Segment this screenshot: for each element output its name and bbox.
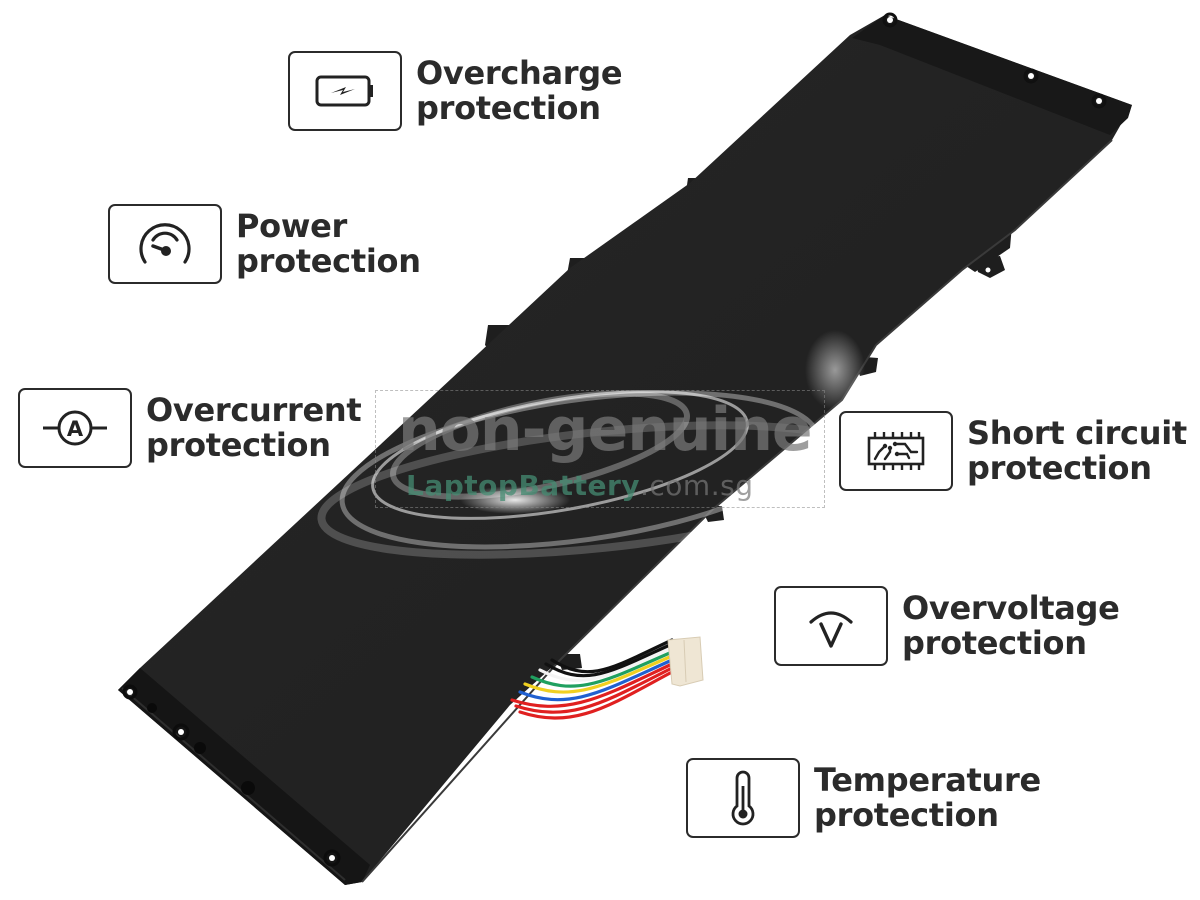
feature-icon-box xyxy=(288,51,402,131)
feature-icon-box xyxy=(774,586,888,666)
feature-icon-box xyxy=(686,758,800,838)
battery-cable xyxy=(510,638,674,720)
thermometer-icon xyxy=(731,770,755,826)
battery-charging-icon xyxy=(315,75,373,107)
svg-text:A: A xyxy=(67,417,84,441)
feature-label: Overcurrent protection xyxy=(146,391,362,464)
circuit-chip-icon xyxy=(867,432,925,470)
feature-label: Overcharge protection xyxy=(416,54,623,127)
feature-temperature: Temperature protection xyxy=(686,758,1041,838)
feature-icon-box xyxy=(839,411,953,491)
gauge-icon xyxy=(139,223,191,264)
feature-overcharge: Overcharge protection xyxy=(288,51,623,131)
feature-short-circuit: Short circuit protection xyxy=(839,411,1187,491)
feature-overvoltage: Overvoltage protection xyxy=(774,586,1120,666)
feature-overcurrent: A Overcurrent protection xyxy=(18,388,362,468)
feature-label: Short circuit protection xyxy=(967,414,1187,487)
feature-power: Power protection xyxy=(108,204,421,284)
feature-label: Power protection xyxy=(236,207,421,280)
feature-label: Temperature protection xyxy=(814,761,1041,834)
feature-icon-box: A xyxy=(18,388,132,468)
ammeter-icon: A xyxy=(43,410,107,446)
battery-body xyxy=(118,15,1132,885)
feature-icon-box xyxy=(108,204,222,284)
feature-label: Overvoltage protection xyxy=(902,589,1120,662)
voltmeter-icon xyxy=(809,611,853,648)
